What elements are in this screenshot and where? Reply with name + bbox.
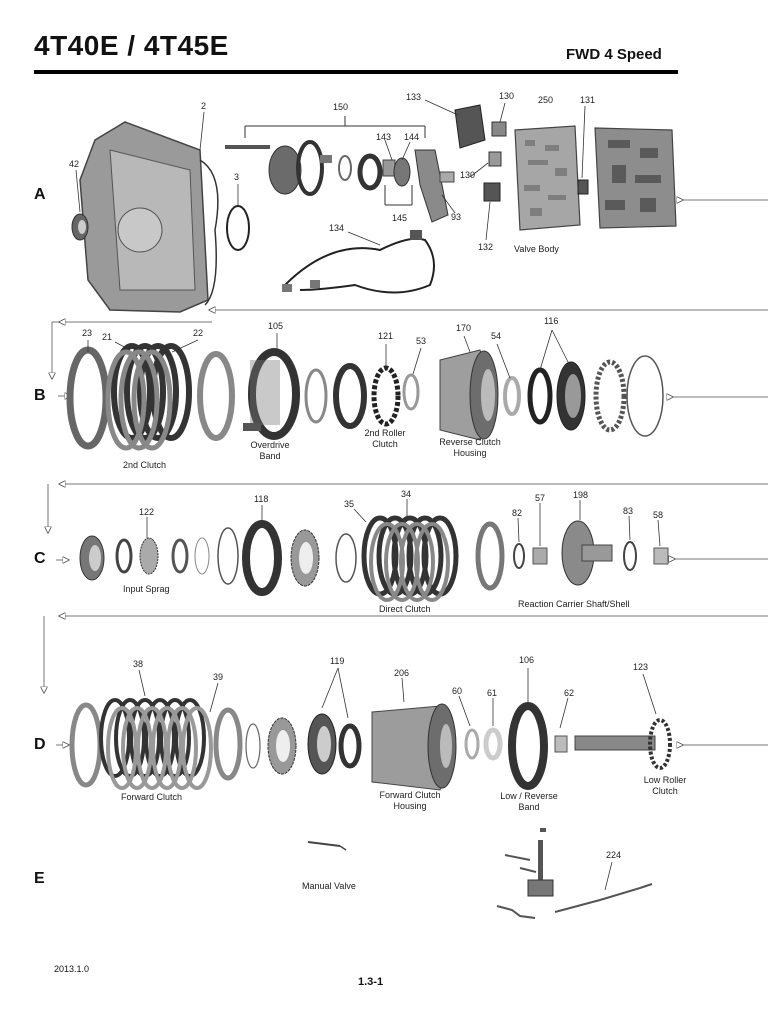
reaction-carrier-label: Reaction Carrier Shaft/Shell [518,599,630,609]
callout: 206 [394,668,410,678]
callout: 82 [512,508,523,518]
callout: 132 [478,242,494,252]
callout: 133 [406,92,422,102]
callout: 150 [333,102,349,112]
callout: 116 [544,316,559,326]
callout: 61 [487,688,498,698]
callout: 106 [519,655,535,665]
row-e-parts [307,828,653,919]
callout: 42 [69,159,80,169]
callout: 130 [460,170,476,180]
input-sprag-label: Input Sprag [123,584,170,594]
forward-clutch-label: Forward Clutch [121,792,183,802]
callout: 39 [213,672,224,682]
callout: 83 [623,506,634,516]
callout: 144 [404,132,420,142]
callout: 145 [392,213,408,223]
callout: 23 [82,328,93,338]
callout: 122 [139,507,155,517]
callout: 121 [378,331,394,341]
callout: 130 [499,91,515,101]
valve-body-label: Valve Body [514,244,559,254]
callout: 105 [268,321,284,331]
footer-version: 2013.1.0 [54,964,90,974]
callout: 224 [606,850,622,860]
row-label-a: A [34,186,46,203]
manual-valve-label: Manual Valve [302,881,356,891]
row-label-b: B [34,387,46,404]
page-title: 4T40E / 4T45E [34,30,229,61]
callout: 62 [564,688,575,698]
row-c-parts [79,499,669,602]
direct-clutch-label: Direct Clutch [379,604,431,614]
callout: 21 [102,332,113,342]
callout: 3 [234,172,240,182]
footer-page-number: 1.3-1 [358,976,384,988]
row-label-c: C [34,550,46,567]
row-b-parts [66,329,664,451]
callout: 123 [633,662,649,672]
callout: 22 [193,328,204,338]
callout: 58 [653,510,664,520]
row-label-e: E [34,870,45,887]
callout: 170 [456,323,472,333]
callout: 2 [201,101,207,111]
callout: 143 [376,132,392,142]
row-a-parts [71,99,677,313]
callout: 57 [535,493,546,503]
callout: 38 [133,659,144,669]
callout: 93 [451,212,462,222]
flow-lines [44,200,768,745]
row-label-d: D [34,736,46,753]
callout: 118 [254,494,269,504]
row-d-parts [69,667,672,791]
callout: 60 [452,686,463,696]
callout: 250 [538,95,554,105]
callout: 134 [329,223,345,233]
page-subtitle: FWD 4 Speed [566,46,662,63]
callout: 131 [580,95,596,105]
callout: 34 [401,489,412,499]
second-clutch-label: 2nd Clutch [123,460,167,470]
callout: 35 [344,499,355,509]
header-rule [34,70,678,74]
callout: 119 [330,656,345,666]
callout: 54 [491,331,502,341]
callout: 198 [573,490,589,500]
callout: 53 [416,336,427,346]
